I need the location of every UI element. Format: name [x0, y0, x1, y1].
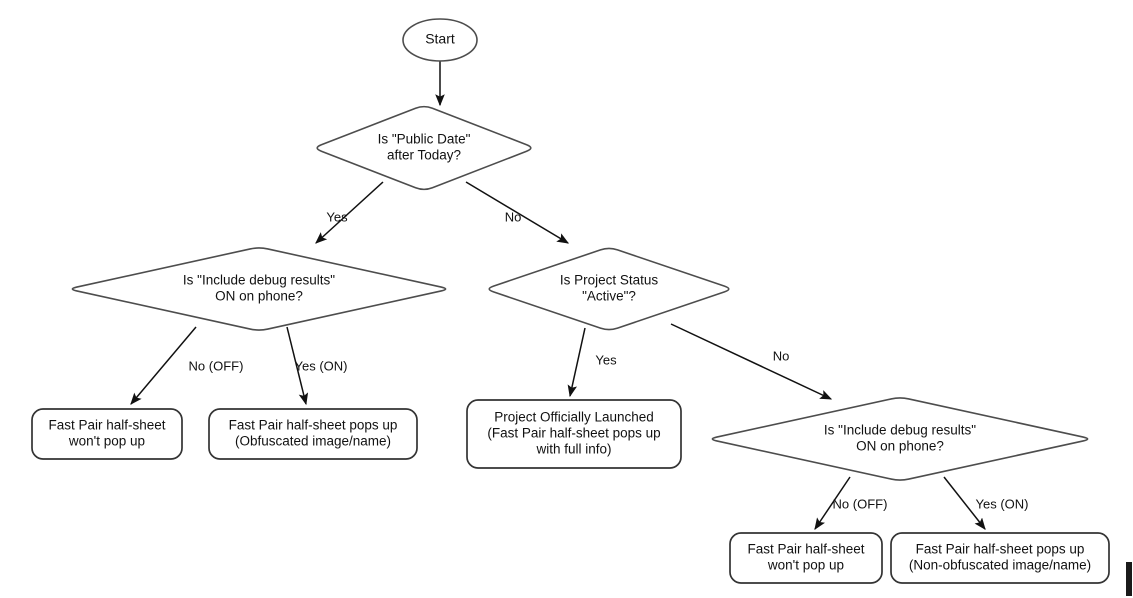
edge-d_public_date-to-d_debug_left [315, 181, 384, 244]
node-shape-terminal [890, 532, 1110, 584]
edge-label-d_project_status-to-d_debug_right: No [773, 348, 790, 363]
node-label-d_public_date-line-1: after Today? [387, 148, 461, 163]
node-shape-terminal [466, 399, 682, 469]
edge-label-d_debug_right-to-t_right_off: No (OFF) [833, 496, 888, 511]
edge-label-d_debug_left-to-t_left_on: Yes (ON) [295, 358, 348, 373]
nodes-layer: Start Is "Public Date"after Today? Is "Inc… [31, 18, 1110, 584]
node-label-d_debug_right-line-1: ON on phone? [856, 439, 944, 454]
node-label-t_left_on-line-0: Fast Pair half-sheet pops up [229, 418, 398, 433]
node-shape-diamond [316, 105, 532, 191]
edge-d_public_date-to-d_project_status [465, 181, 570, 244]
node-label-t_launched-line-1: (Fast Pair half-sheet pops up [487, 426, 660, 441]
node-t_right_on[interactable]: Fast Pair half-sheet pops up(Non-obfusca… [890, 532, 1110, 584]
edge-label-d_debug_right-to-t_right_on: Yes (ON) [976, 496, 1029, 511]
node-shape-terminal [31, 408, 183, 460]
node-shape-ellipse [402, 18, 478, 62]
node-label-d_debug_left-line-0: Is "Include debug results" [183, 273, 335, 288]
node-shape-terminal [729, 532, 883, 584]
node-label-t_right_off-line-1: won't pop up [767, 558, 844, 573]
edge-d_debug_right-to-t_right_off [814, 476, 851, 530]
node-label-d_debug_right-line-0: Is "Include debug results" [824, 423, 976, 438]
edge-label-d_public_date-to-d_debug_left: Yes [326, 209, 348, 224]
corner-mark [1126, 562, 1132, 596]
node-shape-diamond [488, 247, 730, 331]
edges-layer [130, 61, 986, 530]
node-label-t_launched-line-2: with full info) [535, 442, 611, 457]
edge-label-d_public_date-to-d_project_status: No [505, 209, 522, 224]
node-d_public_date[interactable]: Is "Public Date"after Today? [316, 105, 532, 191]
edge-label-d_project_status-to-t_launched: Yes [595, 352, 617, 367]
node-t_left_on[interactable]: Fast Pair half-sheet pops up(Obfuscated … [208, 408, 418, 460]
node-d_debug_left[interactable]: Is "Include debug results"ON on phone? [71, 247, 447, 331]
node-label-t_left_off-line-1: won't pop up [68, 434, 145, 449]
node-label-t_left_on-line-1: (Obfuscated image/name) [235, 434, 391, 449]
node-label-d_project_status-line-0: Is Project Status [560, 273, 659, 288]
node-label-t_left_off-line-0: Fast Pair half-sheet [48, 418, 165, 433]
edge-d_project_status-to-t_launched [567, 327, 586, 398]
node-start[interactable]: Start [402, 18, 478, 62]
node-label-t_right_on-line-0: Fast Pair half-sheet pops up [916, 542, 1085, 557]
edge-d_project_status-to-d_debug_right [670, 323, 833, 400]
node-d_debug_right[interactable]: Is "Include debug results"ON on phone? [711, 397, 1089, 481]
node-shape-diamond [71, 247, 447, 331]
node-label-d_public_date-line-0: Is "Public Date" [378, 132, 471, 147]
node-label-d_debug_left-line-1: ON on phone? [215, 289, 303, 304]
edge-d_debug_right-to-t_right_on [943, 476, 986, 530]
node-label-start-line-0: Start [425, 31, 455, 47]
node-label-t_right_on-line-1: (Non-obfuscated image/name) [909, 558, 1091, 573]
node-t_launched[interactable]: Project Officially Launched(Fast Pair ha… [466, 399, 682, 469]
edge-label-d_debug_left-to-t_left_off: No (OFF) [189, 358, 244, 373]
edge-d_debug_left-to-t_left_off [130, 326, 197, 405]
node-label-d_project_status-line-1: "Active"? [582, 289, 636, 304]
node-d_project_status[interactable]: Is Project Status"Active"? [488, 247, 730, 331]
node-label-t_right_off-line-0: Fast Pair half-sheet [747, 542, 864, 557]
node-shape-terminal [208, 408, 418, 460]
edge-d_debug_left-to-t_left_on [286, 326, 309, 406]
node-shape-diamond [711, 397, 1089, 481]
node-label-t_launched-line-0: Project Officially Launched [494, 410, 654, 425]
